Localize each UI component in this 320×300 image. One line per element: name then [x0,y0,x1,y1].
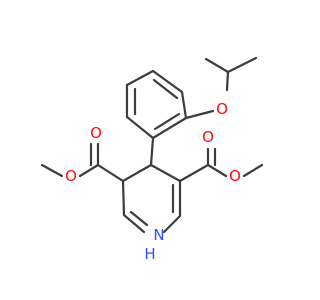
bond [225,70,230,92]
bond [121,163,153,183]
ether-oxygen-label: O [216,100,228,118]
right-ester-alkoxy-oxygen-label: O [229,167,241,185]
bond [129,210,149,227]
bond [40,163,64,178]
right-ester-carbonyl-oxygen-label: O [202,128,214,146]
bond [242,163,264,178]
bond [152,78,179,100]
bond [122,213,146,234]
bond [121,179,126,217]
ring-nitrogen-hydrogen-label: H [144,245,155,263]
left-ester-alkoxy-oxygen-label: O [65,167,77,185]
atom-labels: O O O O O N H [65,100,241,263]
bond [184,109,215,120]
bond [180,90,188,120]
bond [226,56,258,74]
bond [96,163,125,183]
bond [125,115,155,140]
bond [151,116,188,140]
bond [151,69,184,94]
bond [162,214,182,234]
bond [153,112,181,131]
bond [206,163,228,178]
ring-nitrogen-label: N [153,226,164,244]
bond [149,136,155,167]
left-ester-carbonyl-oxygen-label: O [90,124,102,142]
bond [204,57,230,74]
bond [149,163,182,183]
molecule-structure-diagram: O O O O O N H [40,56,264,263]
bond [78,163,100,178]
bond [178,163,210,183]
bonds [40,56,264,234]
bond [125,69,155,87]
